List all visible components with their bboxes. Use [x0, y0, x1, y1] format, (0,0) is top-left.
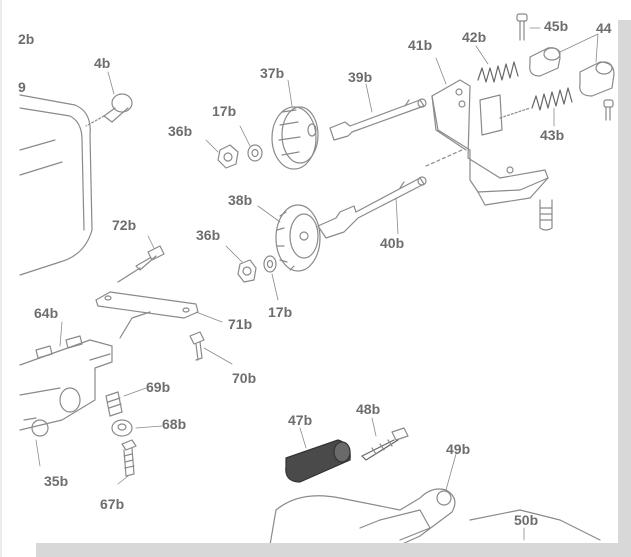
label-72b: 72b: [112, 217, 137, 233]
gear-38b: [275, 204, 321, 272]
frame-50b: [469, 509, 601, 541]
housing-body: [19, 94, 93, 276]
washer-17b-upper: [247, 144, 263, 162]
left-edge-band: [0, 0, 2, 557]
nut-68b: [111, 419, 133, 437]
label-45b: 45b: [544, 18, 569, 34]
label-44: 44: [596, 20, 612, 36]
wheel-37b: [271, 106, 319, 170]
screw-48b: [361, 427, 409, 461]
spring-42b: [477, 61, 519, 83]
label-71b: 71b: [228, 316, 253, 332]
cap-44-left: [529, 47, 561, 77]
shaft-40b: [317, 149, 463, 239]
bracket-64b: [19, 311, 151, 431]
label-50b: 50b: [514, 512, 539, 528]
label-43b: 43b: [540, 127, 565, 143]
label-36b-upper: 36b: [168, 123, 193, 139]
label-4b: 4b: [94, 55, 111, 71]
frame-49b: [269, 488, 456, 546]
screw-72b: [135, 245, 165, 271]
label-67b: 67b: [100, 496, 125, 512]
label-39b: 39b: [348, 69, 373, 85]
leader-lines: [35, 27, 599, 541]
label-47b: 47b: [288, 412, 313, 428]
label-64b: 64b: [34, 305, 59, 321]
plate-71b: [95, 267, 199, 319]
label-37b: 37b: [260, 65, 285, 81]
label-41b: 41b: [408, 37, 433, 53]
label-42b: 42b: [462, 29, 487, 45]
knob-47b: [285, 439, 351, 483]
label-68b: 68b: [162, 416, 187, 432]
screw-69b: [105, 391, 123, 417]
screw-70b: [189, 331, 205, 361]
screw-67b: [121, 439, 137, 477]
cap-44-right: [579, 61, 615, 97]
label-17b-lower: 17b: [268, 304, 293, 320]
nut-36b-lower: [237, 259, 257, 283]
screw-4b: [85, 93, 133, 127]
label-49b: 49b: [446, 441, 471, 457]
label-35b: 35b: [44, 473, 69, 489]
label-70b: 70b: [232, 370, 257, 386]
bracket-41b: [431, 79, 549, 206]
bracket-stem: [539, 199, 553, 231]
screw-45b: [516, 13, 528, 41]
label-36b-lower: 36b: [196, 227, 221, 243]
label-48b: 48b: [356, 401, 381, 417]
label-17b-upper: 17b: [212, 103, 237, 119]
label-38b: 38b: [228, 192, 253, 208]
bottom-edge-band: [36, 543, 631, 557]
label-40b: 40b: [380, 235, 405, 251]
nut-36b-upper: [217, 144, 239, 169]
right-edge-band: [618, 20, 631, 557]
part-35b: [23, 417, 49, 437]
screw-right: [603, 99, 614, 121]
spring-43b: [499, 87, 573, 119]
shaft-39b: [329, 98, 427, 141]
label-9: 9: [18, 79, 26, 95]
washer-17b-lower: [263, 255, 277, 273]
label-2b: 2b: [18, 31, 35, 47]
label-69b: 69b: [146, 379, 171, 395]
